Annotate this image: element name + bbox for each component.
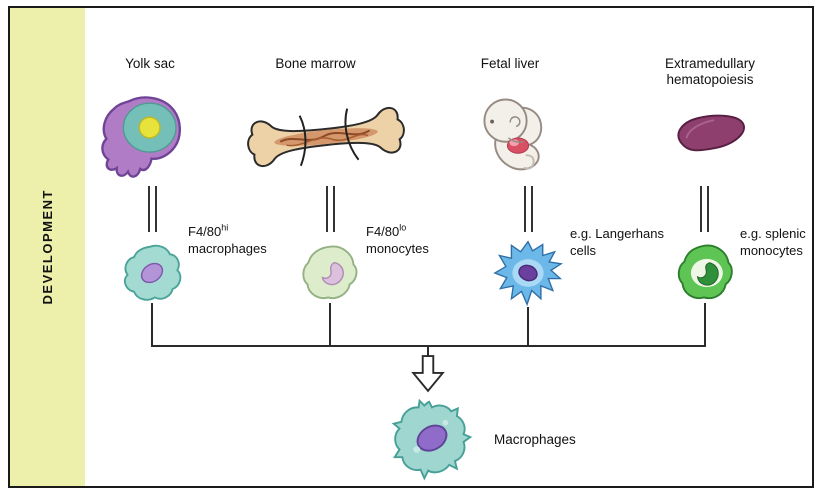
column-header-extramedullary-hematopoiesis: Extramedullary hematopoiesis [664,56,756,88]
column-header-bone-marrow: Bone marrow [275,56,356,71]
label-f4-80hi-macrophages: F4/80hi macrophages [188,222,283,258]
output-arrow-down-icon [411,355,445,393]
merge-stub-yolk-sac [151,303,153,347]
label-f4-80hi-prefix: F4/80 [188,224,222,239]
label-f4-80lo-sup: lo [399,222,407,233]
yolk-sac-illustration-icon [101,96,182,178]
sidebar-label: DEVELOPMENT [40,189,55,305]
merge-stub-bone-marrow [329,303,331,347]
connector-extramedullary-icon [700,186,709,232]
merge-stub-center [427,347,429,357]
column-header-fetal-liver: Fetal liver [480,56,540,71]
bone-marrow-illustration-icon [247,107,405,167]
langerhans-cell-icon [493,240,563,307]
f4-80hi-macrophage-cell-icon [124,244,182,301]
connector-fetal-liver-icon [524,186,533,232]
merge-stub-extramedullary [704,303,706,347]
connector-yolk-sac-icon [148,186,157,232]
label-f4-80lo-prefix: F4/80 [366,224,400,239]
spleen-illustration-icon [677,114,745,152]
macrophage-cell-icon [391,398,473,481]
f4-80lo-monocyte-cell-icon [302,245,358,299]
label-f4-80lo-rest: monocytes [366,240,429,256]
label-splenic-monocytes: e.g. splenic monocytes [740,226,806,258]
fetal-liver-illustration-icon [483,98,543,171]
column-header-yolk-sac: Yolk sac [125,56,175,71]
label-f4-80lo-monocytes: F4/80lo monocytes [366,222,461,258]
splenic-monocyte-cell-icon [677,244,733,300]
merge-line-horizontal [151,345,706,347]
label-f4-80hi-rest: macrophages [188,240,267,256]
connector-bone-marrow-icon [326,186,335,232]
development-sidebar: DEVELOPMENT [10,8,85,486]
label-f4-80hi-sup: hi [221,222,229,233]
merge-stub-fetal-liver [527,307,529,347]
label-langerhans-cells: e.g. Langerhans cells [570,226,664,258]
label-macrophages: Macrophages [494,432,576,447]
